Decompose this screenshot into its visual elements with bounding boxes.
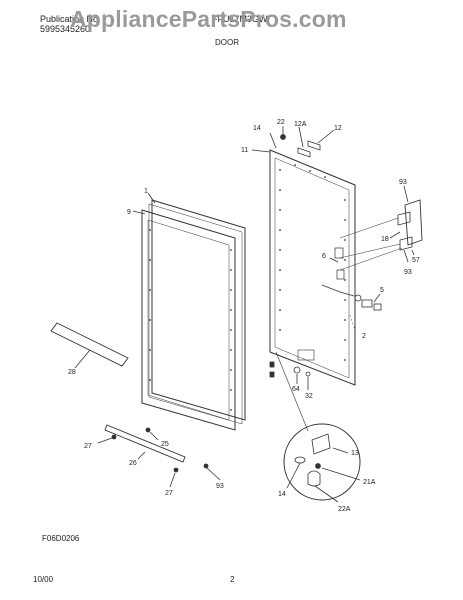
callout-22a: 22A: [338, 506, 351, 513]
callout-14-detail: 14: [278, 491, 286, 498]
callout-1: 1: [144, 188, 148, 195]
callout-9: 9: [127, 209, 131, 216]
outer-door-panel: [269, 149, 356, 386]
leader-26: [137, 451, 146, 460]
publication-label: Publication No.: [40, 14, 101, 24]
callout-28: 28: [68, 369, 76, 376]
leader-28: [74, 349, 91, 369]
callout-11: 11: [241, 147, 248, 154]
callout-14-top: 14: [253, 125, 261, 132]
leader-27-left: [97, 437, 113, 444]
outer-door-panel-inner-edge: [274, 157, 350, 379]
leader-5: [373, 293, 381, 303]
top-screw-22: [280, 134, 286, 140]
top-bracket-12a: [297, 147, 311, 158]
callout-12a: 12A: [294, 121, 307, 128]
callout-26: 26: [129, 460, 137, 467]
inner-door-liner: [141, 209, 236, 431]
lock-washer: [354, 294, 362, 302]
hinge-bracket: [334, 247, 344, 259]
washer-64: [293, 366, 301, 374]
callout-21a: 21A: [363, 479, 376, 486]
callout-13: 13: [351, 450, 359, 457]
screw-27-left: [111, 434, 117, 440]
callout-93-upper: 93: [399, 179, 407, 186]
callout-12: 12: [334, 125, 342, 132]
door-gasket: [151, 199, 246, 421]
screw-93-bottom: [203, 463, 209, 469]
detail-leader: [275, 351, 309, 432]
callout-93-bottom: 93: [216, 483, 224, 490]
detail-hinge-bracket: [311, 433, 331, 455]
leader-13: [332, 447, 349, 454]
callout-27-bottom: 27: [165, 490, 173, 497]
leader-25: [149, 431, 159, 441]
hinge-pin-top: [269, 361, 275, 368]
shelf-rail: [50, 322, 129, 367]
callout-6: 6: [322, 253, 326, 260]
callout-57: 57: [412, 257, 420, 264]
detail-circle: [283, 423, 361, 501]
leader-22a: [314, 485, 339, 503]
handle-guide-2: [339, 243, 401, 259]
callout-22: 22: [277, 119, 285, 126]
lock-rod: [321, 284, 355, 297]
callout-32: 32: [305, 393, 313, 400]
hinge-part: [336, 269, 345, 280]
detail-screw: [315, 463, 321, 469]
detail-hinge-pin: [307, 470, 321, 487]
callout-64: 64: [292, 386, 300, 393]
handle-bracket-upper: [397, 211, 411, 226]
publication-number: 5995345260: [40, 24, 91, 34]
leader-27-bottom: [169, 472, 176, 488]
callout-27-left: 27: [84, 443, 92, 450]
model-number: FFU17M3GW: [212, 14, 268, 24]
leader-93-lower: [403, 249, 409, 263]
leader-1: [147, 192, 156, 204]
hinge-pin-bottom: [269, 371, 275, 378]
leader-21a: [321, 467, 361, 481]
liner-screw-holes: [149, 229, 232, 411]
callout-25: 25: [161, 441, 169, 448]
leader-14-top: [269, 132, 277, 149]
detail-washer: [294, 456, 306, 464]
leader-12: [317, 129, 335, 144]
callout-93-lower: 93: [404, 269, 412, 276]
leader-93-upper: [403, 185, 409, 203]
outer-door-screw-holes: [279, 164, 346, 361]
watermark: AppliancePartsPros.com: [70, 6, 347, 32]
lock-cap: [373, 303, 382, 311]
footer-page-number: 2: [230, 575, 235, 584]
callout-2: 2: [362, 333, 366, 340]
leader-57: [411, 249, 415, 256]
inner-liner-face: [147, 219, 230, 421]
leader-18: [389, 231, 401, 239]
screw-32: [305, 371, 311, 377]
door-gasket-edge: [148, 203, 243, 425]
handle-guide-3: [339, 247, 403, 271]
leader-11: [251, 149, 271, 153]
handle-bracket-lower: [399, 236, 413, 251]
handle-guide-1: [339, 217, 399, 239]
outer-door-bracket: [297, 349, 315, 361]
callout-5: 5: [380, 287, 384, 294]
section-title: DOOR: [215, 38, 239, 47]
leader-6: [329, 257, 339, 263]
screw-27-bottom: [173, 467, 179, 473]
bottom-trim: [104, 424, 186, 463]
top-bracket-12: [307, 140, 321, 151]
door-handle: [404, 199, 423, 246]
screw-25: [145, 427, 151, 433]
leader-2: [349, 314, 356, 331]
callout-18: 18: [381, 236, 389, 243]
leader-14-detail: [286, 462, 301, 489]
leader-93-bottom: [206, 467, 221, 481]
footer-date: 10/00: [33, 575, 54, 584]
leader-12a: [298, 126, 304, 148]
leader-9: [132, 210, 146, 215]
figure-code: F06D0206: [42, 534, 80, 543]
lock-cylinder: [361, 299, 373, 308]
